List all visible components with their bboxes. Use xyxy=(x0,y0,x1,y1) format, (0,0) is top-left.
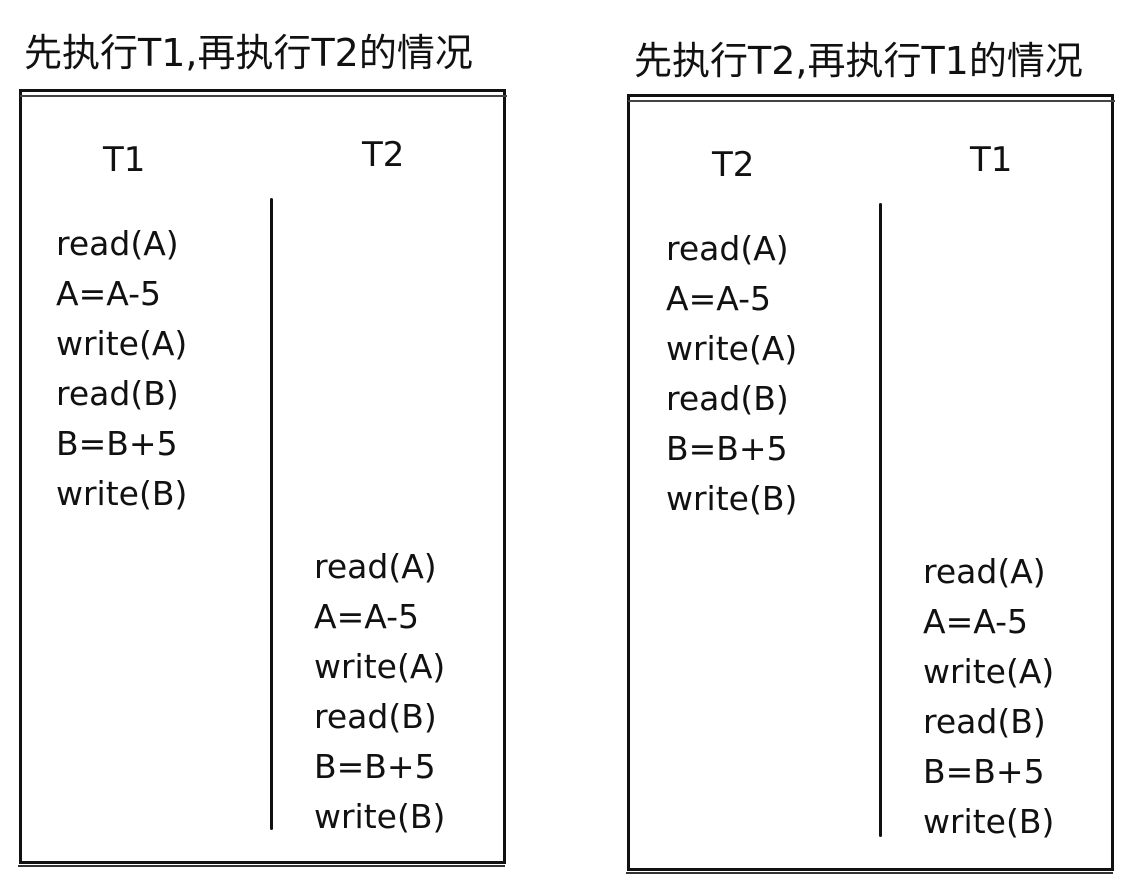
operation: A=A-5 xyxy=(666,279,771,318)
operation: write(A) xyxy=(666,329,798,368)
panel-title: 先执行T1,再执行T2的情况 xyxy=(24,31,473,75)
operation: B=B+5 xyxy=(923,752,1045,791)
right-operations-list: read(A) A=A-5 write(A) read(B) B=B+5 wri… xyxy=(923,547,1054,847)
schedule-frame xyxy=(626,94,1115,874)
column-header-t2: T2 xyxy=(362,135,405,175)
right-operations-list: read(A) A=A-5 write(A) read(B) B=B+5 wri… xyxy=(314,542,445,842)
operation: read(B) xyxy=(923,702,1046,741)
schedule-frame xyxy=(18,89,507,867)
operation: A=A-5 xyxy=(314,597,419,636)
operation: read(A) xyxy=(56,224,179,263)
left-operations-list: read(A) A=A-5 write(A) read(B) B=B+5 wri… xyxy=(56,219,187,519)
operation: write(B) xyxy=(56,474,188,513)
operation: write(B) xyxy=(314,797,446,836)
column-divider xyxy=(270,198,273,830)
operation: B=B+5 xyxy=(56,424,178,463)
operation: B=B+5 xyxy=(666,429,788,468)
operation: B=B+5 xyxy=(314,747,436,786)
operation: A=A-5 xyxy=(923,602,1028,641)
operation: read(B) xyxy=(666,379,789,418)
panel-title: 先执行T2,再执行T1的情况 xyxy=(634,39,1083,83)
operation: read(B) xyxy=(314,697,437,736)
operation: write(A) xyxy=(56,324,188,363)
operation: read(A) xyxy=(923,552,1046,591)
operation: A=A-5 xyxy=(56,274,161,313)
operation: read(B) xyxy=(56,374,179,413)
operation: write(A) xyxy=(314,647,446,686)
column-header-t2: T2 xyxy=(712,145,755,185)
operation: read(A) xyxy=(314,547,437,586)
column-header-t1: T1 xyxy=(970,140,1013,180)
column-divider xyxy=(879,203,882,837)
operation: read(A) xyxy=(666,229,789,268)
column-header-t1: T1 xyxy=(103,140,146,180)
operation: write(B) xyxy=(923,802,1055,841)
operation: write(A) xyxy=(923,652,1055,691)
left-operations-list: read(A) A=A-5 write(A) read(B) B=B+5 wri… xyxy=(666,224,797,524)
operation: write(B) xyxy=(666,479,798,518)
